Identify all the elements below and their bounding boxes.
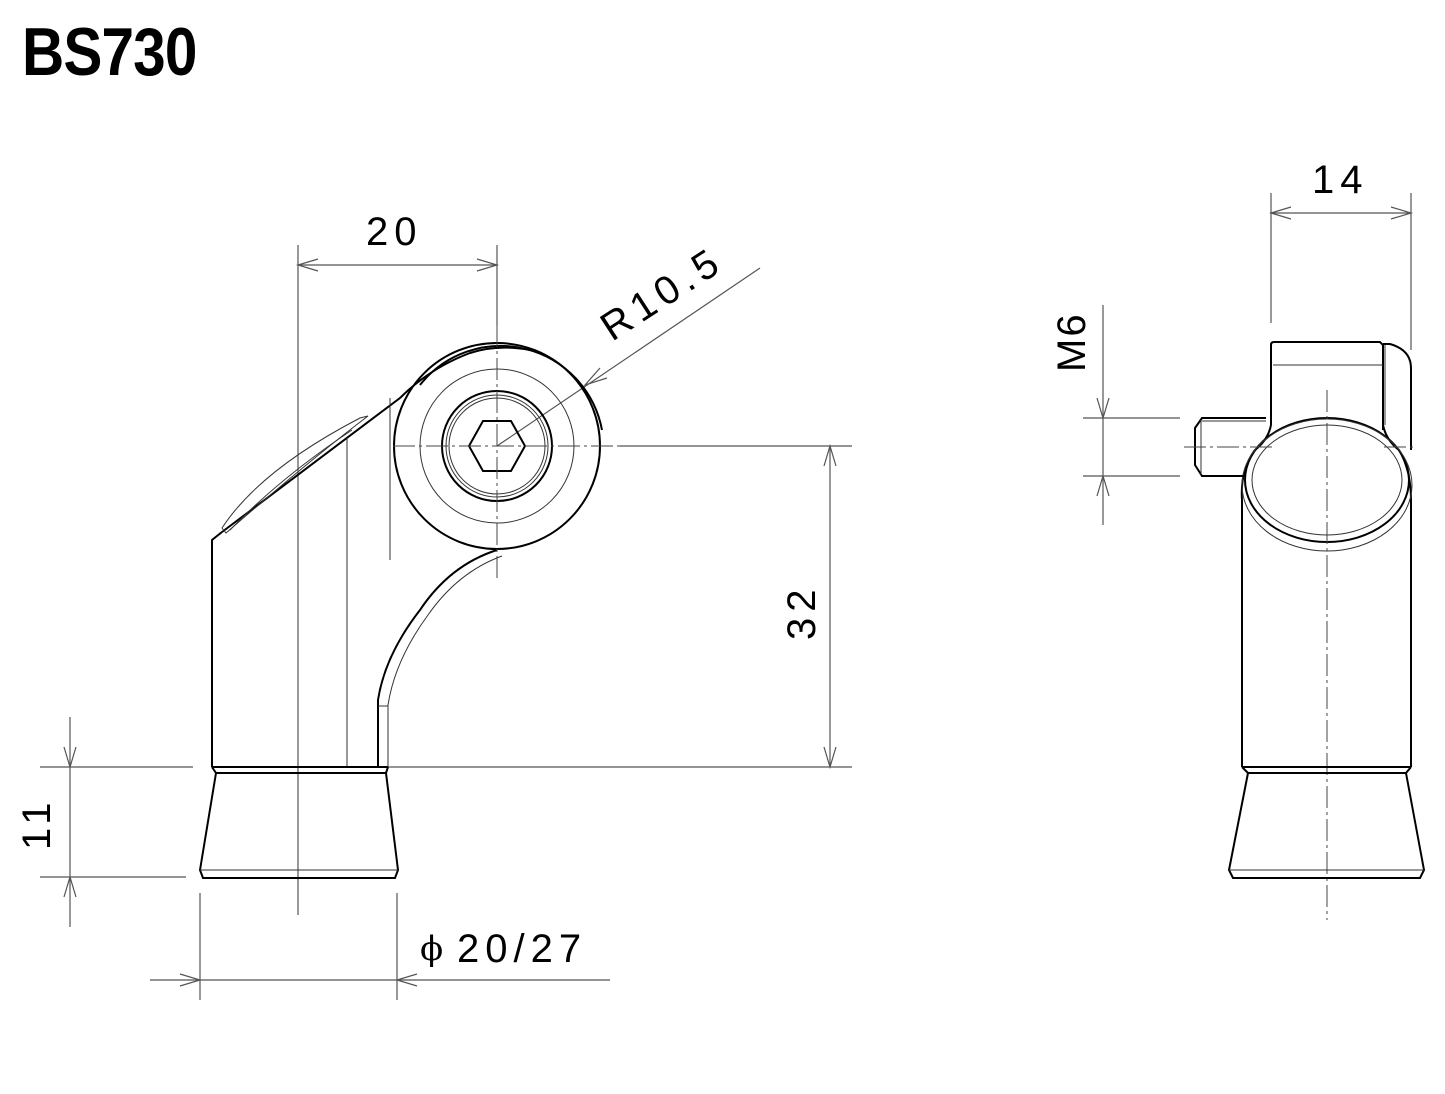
part-number-title: BS730 — [22, 14, 197, 90]
dim-label-11: 11 — [15, 796, 59, 850]
dimension-diameter: ϕ 20/27 — [150, 893, 610, 1000]
dimension-m6: M6 — [1050, 305, 1180, 525]
dimension-32: 32 — [388, 443, 852, 770]
bracket-body — [211, 346, 531, 768]
dim-label-diameter: 20/27 — [457, 927, 587, 971]
dimension-radius: R10.5 — [496, 238, 761, 447]
dim-label-20: 20 — [366, 210, 423, 254]
dimension-20: 20 — [295, 210, 500, 915]
front-view: 20 R10.5 — [15, 210, 852, 1000]
diameter-symbol-icon: ϕ — [420, 929, 443, 969]
dim-label-radius: R10.5 — [593, 238, 732, 349]
base-foot — [198, 766, 400, 879]
dim-label-m6: M6 — [1050, 312, 1094, 372]
dim-label-14: 14 — [1312, 158, 1369, 202]
side-view: 14 M6 — [1050, 158, 1426, 920]
dimension-11: 11 — [15, 717, 193, 927]
dim-label-32: 32 — [780, 584, 824, 641]
dimension-14: 14 — [1268, 158, 1414, 350]
